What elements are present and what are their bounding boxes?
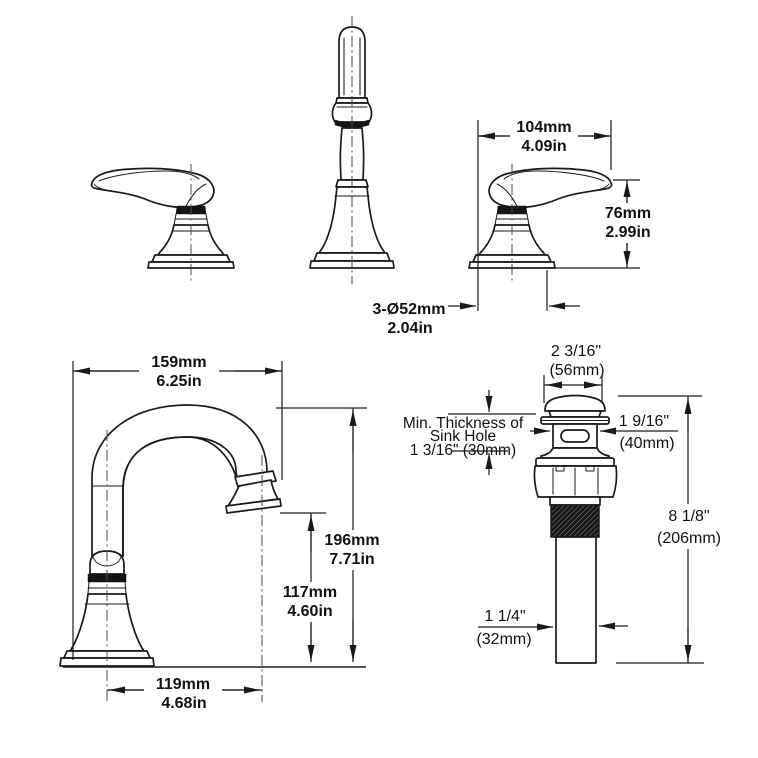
dim-drain-length-in: 8 1/8" <box>668 508 709 525</box>
dim-spout-center-reach-in: 4.68in <box>161 695 206 712</box>
drain-tailpipe <box>555 536 597 664</box>
text-masks <box>139 118 725 712</box>
drain-cap <box>544 394 606 412</box>
dim-spout-reach-mm: 159mm <box>151 354 206 371</box>
dim-spout-center-reach-mm: 119mm <box>156 676 210 693</box>
dim-drain-cap-lines <box>543 375 603 403</box>
sink-hole-note-line1: Min. Thickness of <box>403 415 524 432</box>
dim-spout-reach-in: 6.25in <box>156 373 201 390</box>
dim-outlet-height-mm: 117mm <box>283 584 337 601</box>
spout-front-view <box>309 16 395 284</box>
dim-mounting-holes-in: 2.04in <box>387 320 432 337</box>
dim-tailpiece-lines <box>478 622 628 631</box>
dim-tailpiece-in: 1 1/4" <box>484 608 525 625</box>
sink-hole-note-line2: Sink Hole <box>430 428 496 445</box>
dim-faucet-height-in: 7.71in <box>329 551 374 568</box>
drain-assembly <box>533 394 618 664</box>
dim-drain-cap-in: 2 3/16" <box>551 343 601 360</box>
dim-tailpiece-mm: (32mm) <box>476 631 531 648</box>
dim-handle-height-mm: 76mm <box>605 205 651 222</box>
dim-handle-width-in: 4.09in <box>521 138 566 155</box>
dimension-text: 104mm 4.09in 76mm 2.99in 3-Ø52mm 2.04in … <box>151 119 721 712</box>
handle-side-view-right <box>468 163 613 282</box>
dim-drain-cap-mm: (56mm) <box>549 362 604 379</box>
dim-drain-length-mm: (206mm) <box>657 530 721 547</box>
dim-outlet-height-in: 4.60in <box>287 603 332 620</box>
dim-mounting-holes-lines <box>448 270 580 311</box>
dim-mounting-holes-mm: 3-Ø52mm <box>373 301 446 318</box>
spout-side-view <box>59 404 366 702</box>
overflow-slot <box>560 429 590 443</box>
dim-handle-height-in: 2.99in <box>605 224 650 241</box>
dim-handle-width-mm: 104mm <box>516 119 571 136</box>
drain-threads <box>550 504 600 538</box>
dim-drain-body-mm: (40mm) <box>619 435 674 452</box>
dim-sink-hole-lines <box>448 390 550 475</box>
dim-faucet-height-mm: 196mm <box>324 532 379 549</box>
sink-hole-note-line3: 1 3/16" (30mm) <box>410 442 516 459</box>
dim-drain-body-in: 1 9/16" <box>619 413 669 430</box>
handle-side-view-left <box>90 163 235 282</box>
